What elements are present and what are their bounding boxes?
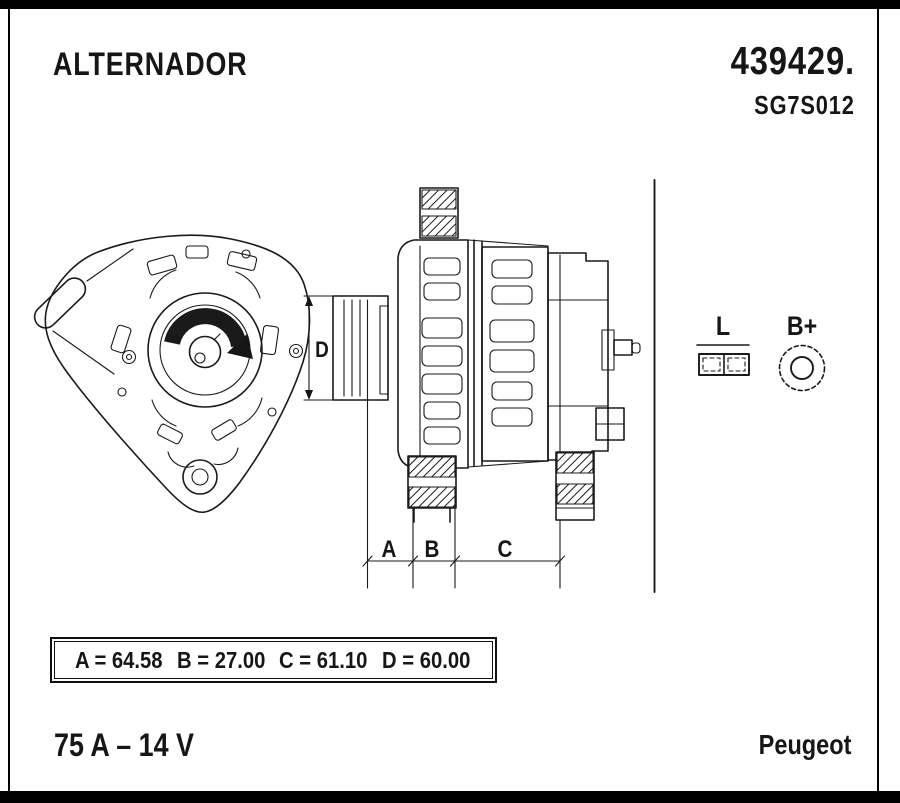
- terminal-l-label: L: [715, 311, 731, 341]
- dimension-cell-c: C = 61.10: [279, 646, 368, 673]
- bplus-terminal-icon: [778, 344, 826, 392]
- variant-code: SG7S012: [754, 90, 855, 120]
- dim-label-c: C: [497, 536, 513, 563]
- front-view-drawing: [33, 234, 311, 513]
- frame-bottom-bar: [0, 791, 900, 803]
- terminal-stud: [613, 339, 633, 356]
- page-title: ALTERNADOR: [53, 46, 248, 82]
- terminal-bplus-label: B+: [786, 311, 818, 341]
- frame-right-border: [877, 9, 879, 791]
- dim-label-a: A: [381, 536, 397, 563]
- mounting-slot: [33, 277, 87, 329]
- dim-label-b: B: [424, 536, 440, 563]
- dimension-table-inner: A = 64.58 B = 27.00 C = 61.10 D = 60.00: [54, 641, 493, 679]
- bottom-mount-hole: [182, 459, 218, 495]
- dimension-cell-b: B = 27.00: [176, 646, 265, 673]
- frame-left-border: [8, 9, 10, 791]
- rear-cover: [547, 252, 609, 461]
- pulley-arc: [164, 308, 247, 348]
- shaft-hole: [188, 335, 222, 369]
- part-number: 439429.: [730, 40, 855, 83]
- front-outline: [44, 234, 311, 513]
- dimension-cell-a: A = 64.58: [74, 646, 163, 673]
- dimension-table: A = 64.58 B = 27.00 C = 61.10 D = 60.00: [50, 637, 497, 683]
- rating-text: 75 A – 14 V: [54, 727, 194, 763]
- dim-label-d: D: [313, 337, 331, 363]
- side-view-drawing: [303, 187, 641, 523]
- pulley-arrow: [227, 334, 253, 359]
- dimension-lines: [362, 299, 566, 589]
- rear-bracket: [481, 246, 549, 462]
- l-terminal-icon: [696, 344, 750, 376]
- brand-text: Peugeot: [758, 729, 851, 760]
- frame-top-bar: [0, 0, 900, 9]
- dimension-cell-d: D = 60.00: [381, 646, 470, 673]
